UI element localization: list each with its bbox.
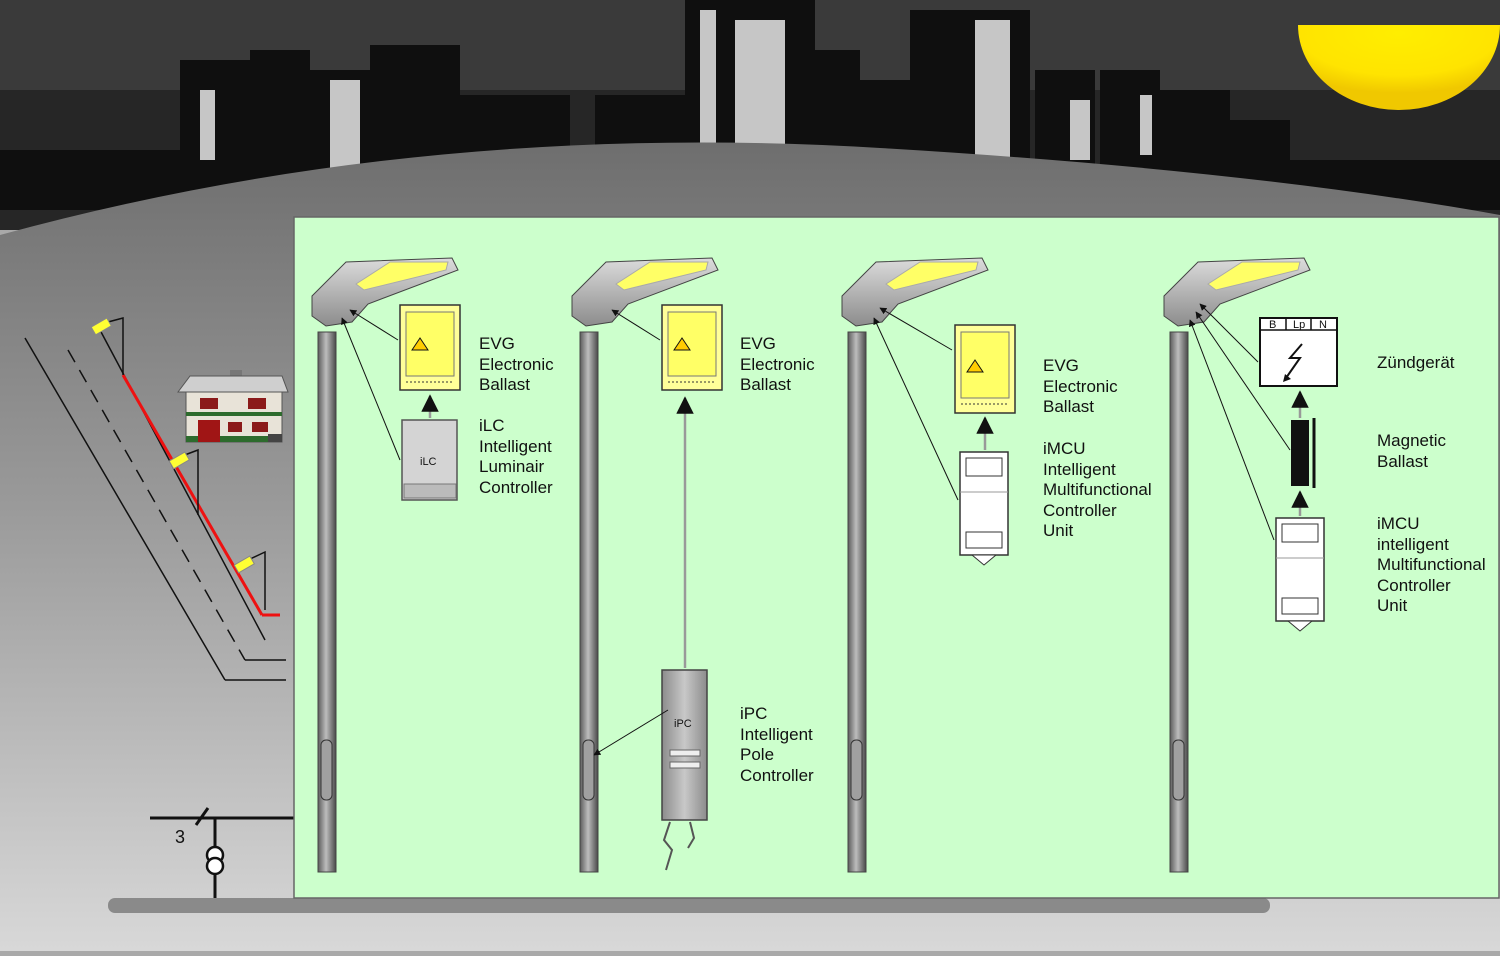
- igniter-device: [1259, 317, 1338, 387]
- mcu-device: [1275, 517, 1325, 632]
- controller-device: [401, 419, 458, 501]
- terminal-b: B: [1269, 319, 1276, 331]
- house-icon: [177, 370, 289, 443]
- evg-label-3: EVG Electronic Ballast: [1043, 356, 1118, 416]
- evg-label-1: EVG Electronic Ballast: [479, 334, 554, 394]
- terminal-lp: Lp: [1293, 319, 1305, 331]
- street-lamp-icon: [311, 257, 459, 873]
- igniter-label: Zündgerät: [1377, 353, 1455, 372]
- mcu-device: [959, 451, 1009, 566]
- imcu-label-4: iMCU intelligent Multifunctional Control…: [1377, 514, 1486, 615]
- magnetic-ballast-device: [1291, 418, 1316, 488]
- street-lamp-icon: [841, 257, 989, 873]
- supply-line: [150, 807, 294, 898]
- imcu-label-3: iMCU Intelligent Multifunctional Control…: [1043, 439, 1152, 540]
- road-strip: [108, 898, 1270, 913]
- pole-controller-device: [661, 669, 708, 871]
- ballast-device: [399, 304, 461, 391]
- ilc-label: iLC Intelligent Luminair Controller: [479, 416, 553, 497]
- ipc-badge: iPC: [674, 718, 692, 730]
- ipc-label: iPC Intelligent Pole Controller: [740, 704, 814, 785]
- terminal-n: N: [1319, 319, 1327, 331]
- sun-icon: [1298, 25, 1500, 110]
- ballast-device: [954, 324, 1016, 414]
- transformer-icon: [205, 845, 225, 876]
- evg-label-2: EVG Electronic Ballast: [740, 334, 815, 394]
- ilc-badge: iLC: [420, 456, 437, 468]
- street-lamp-icon: [571, 257, 719, 873]
- magnetic-ballast-label: Magnetic Ballast: [1377, 431, 1446, 471]
- ballast-device: [661, 304, 723, 391]
- street-overview: [24, 317, 286, 681]
- phase-count-label: 3: [175, 827, 185, 847]
